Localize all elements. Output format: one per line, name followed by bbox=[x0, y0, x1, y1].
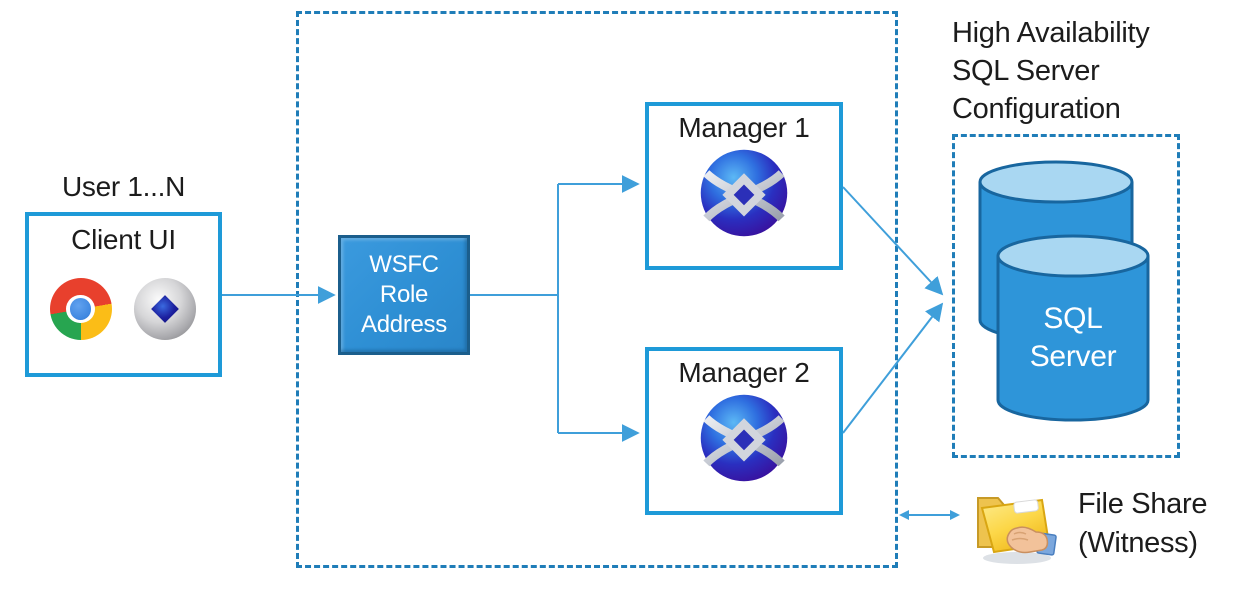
database-front-cylinder bbox=[996, 256, 1150, 422]
fileshare-line-2: (Witness) bbox=[1078, 527, 1198, 559]
client-icons-row bbox=[49, 276, 198, 342]
client-ui-box: Client UI bbox=[25, 212, 222, 377]
shared-folder-icon bbox=[977, 497, 1057, 564]
folder-label bbox=[1013, 499, 1039, 514]
manager2-title: Manager 2 bbox=[678, 357, 810, 388]
manager1-title: Manager 1 bbox=[678, 112, 810, 143]
ha-caption-line-2: SQL Server bbox=[952, 55, 1100, 87]
manager-sphere-icon bbox=[700, 394, 788, 482]
wsfc-line-1: WSFC bbox=[369, 251, 439, 278]
chrome-browser-icon bbox=[49, 278, 112, 340]
fileshare-arrowhead-right bbox=[950, 510, 960, 520]
app-sphere-diamond bbox=[150, 295, 179, 323]
fileshare-line-1: File Share bbox=[1078, 488, 1208, 520]
user-label: User 1...N bbox=[61, 171, 186, 202]
app-sphere-icon bbox=[133, 277, 196, 341]
database-cylinder-icon: SQL Server bbox=[978, 160, 1150, 422]
manager2-box: Manager 2 bbox=[645, 347, 843, 515]
client-ui-title: Client UI bbox=[71, 224, 176, 255]
ha-caption-line-3: Configuration bbox=[952, 93, 1121, 125]
wsfc-line-2: Role bbox=[379, 281, 429, 308]
ha-caption-line-1: High Availability bbox=[952, 17, 1150, 49]
wsfc-line-3: Address bbox=[361, 311, 447, 338]
wsfc-role-address-box: WSFC Role Address bbox=[338, 235, 470, 355]
fileshare-arrowhead-left bbox=[899, 510, 909, 520]
manager-sphere-icon bbox=[700, 149, 788, 237]
chrome-blue-hub bbox=[69, 298, 92, 320]
ha-caption: High Availability SQL Server Configurati… bbox=[952, 14, 1242, 128]
fileshare-caption: File Share (Witness) bbox=[1078, 485, 1207, 563]
manager1-box: Manager 1 bbox=[645, 102, 843, 270]
sql-ha-boundary bbox=[952, 134, 1180, 458]
sql-label-line-1: SQL bbox=[1043, 302, 1102, 335]
sql-label-line-2: Server bbox=[1030, 340, 1117, 373]
